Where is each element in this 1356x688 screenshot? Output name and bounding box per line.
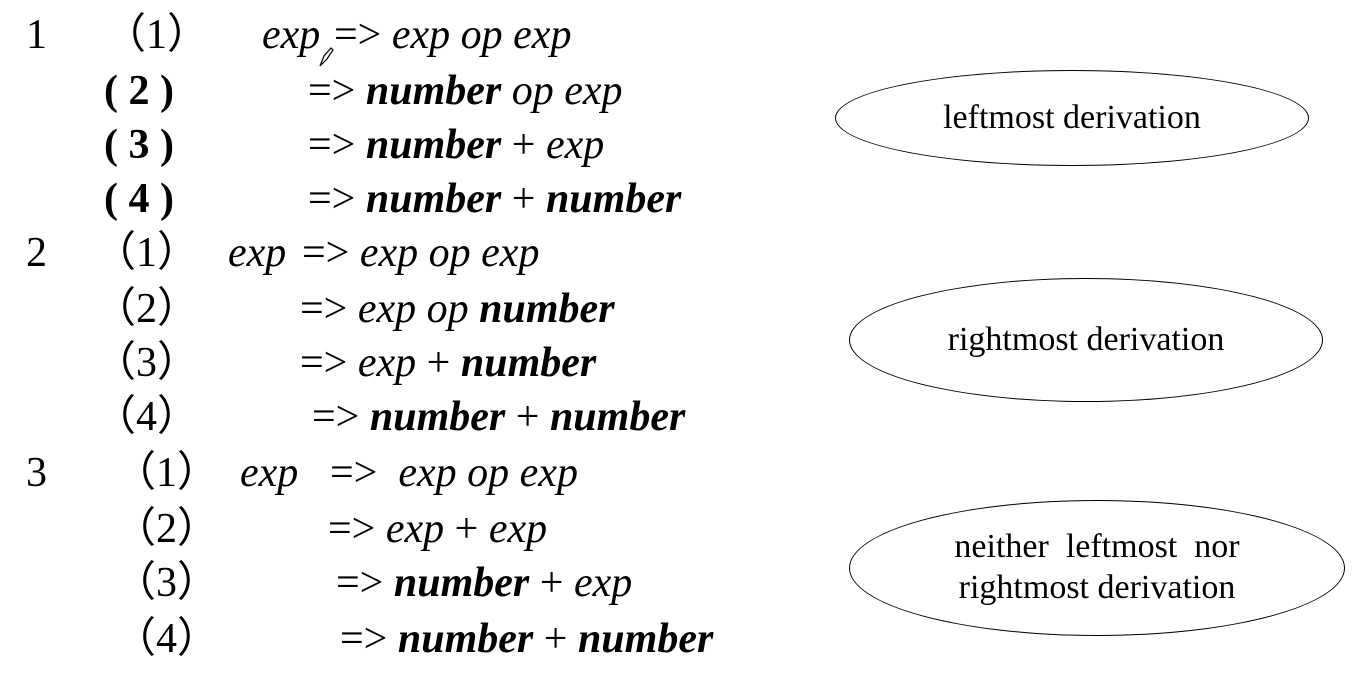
rhs-segment: + [501,176,546,222]
rhs-segment: => [300,340,358,386]
rhs-segment: exp [385,506,445,552]
step-rhs: => exp + exp [328,508,547,550]
annotation-text: neither leftmost nor [954,528,1240,566]
step-rhs: => exp op number [300,288,615,330]
step-label: （2） [94,286,200,332]
step-label: （4） [94,394,200,440]
rhs-segment: => [336,560,394,606]
step-lhs: exp [240,450,299,496]
rhs-segment: => [340,616,398,662]
rhs-segment: + [416,340,461,386]
rhs-segment: number [549,394,686,440]
step-rhs: => number + exp [336,562,632,604]
step-label: ( 3 ) [104,122,174,168]
rhs-segment: op exp [501,68,623,114]
rhs-segment: => [312,394,370,440]
annotation-ellipse: leftmost derivation [835,70,1309,166]
rhs-segment: => [308,176,366,222]
rhs-segment: => [300,286,358,332]
step-rhs: => exp op exp [334,14,571,56]
rhs-segment: exp op exp [359,230,540,276]
rhs-segment: + [533,616,578,662]
rhs-segment: number [365,68,502,114]
step-label: （2） [114,506,220,552]
step-rhs: => exp op exp [330,452,578,494]
rhs-segment: number [460,340,597,386]
rhs-segment: => [302,230,360,276]
rhs-segment: number [479,286,615,332]
rhs-segment: => [334,12,392,58]
annotation-ellipse: neither leftmost nor rightmost derivatio… [849,500,1345,636]
rhs-segment: + [501,122,546,168]
rhs-segment: => [328,506,386,552]
step-rhs: => number + number [340,618,713,660]
rhs-segment: number [365,176,502,222]
rhs-segment: + [505,394,550,440]
rhs-segment: exp op [357,286,480,332]
step-label: （3） [94,340,200,386]
step-label: （1） [114,450,220,496]
step-rhs: => exp + number [300,342,596,384]
rhs-segment: number [397,616,534,662]
group-number: 2 [26,230,47,276]
rhs-segment: + [444,506,489,552]
rhs-segment: exp op exp [398,450,578,496]
step-lhs: exp [228,230,287,276]
step-rhs: => number + number [312,396,685,438]
annotation-text: rightmost derivation [958,569,1236,606]
step-label: （4） [114,616,220,662]
annotation-ellipse: rightmost derivation [849,278,1323,402]
rhs-segment: => [330,450,399,496]
rhs-segment: exp [573,560,633,606]
step-lhs: exp [262,12,321,58]
rhs-segment: number [393,560,530,606]
rhs-segment: + [529,560,574,606]
step-label: ( 4 ) [104,176,174,222]
step-label: （1） [104,12,210,58]
rhs-segment: number [577,616,714,662]
step-rhs: => exp op exp [302,232,539,274]
step-label: ( 2 ) [104,68,174,114]
annotation-text: leftmost derivation [943,98,1201,136]
rhs-segment: number [365,122,502,168]
step-rhs: => number + exp [308,124,604,166]
rhs-segment: exp [357,340,417,386]
annotation-text: rightmost derivation [947,320,1225,358]
group-number: 1 [26,12,47,58]
rhs-segment: => [308,122,366,168]
rhs-segment: exp [488,506,548,552]
rhs-segment: exp op exp [391,12,572,58]
step-label: （3） [114,560,220,606]
group-number: 3 [26,450,47,496]
step-label: （1） [94,230,200,276]
rhs-segment: exp [545,122,605,168]
rhs-segment: number [545,176,682,222]
step-rhs: => number + number [308,178,681,220]
rhs-segment: => [308,68,366,114]
step-rhs: => number op exp [308,70,623,112]
rhs-segment: number [369,394,506,440]
pen-cursor-icon [319,47,334,67]
